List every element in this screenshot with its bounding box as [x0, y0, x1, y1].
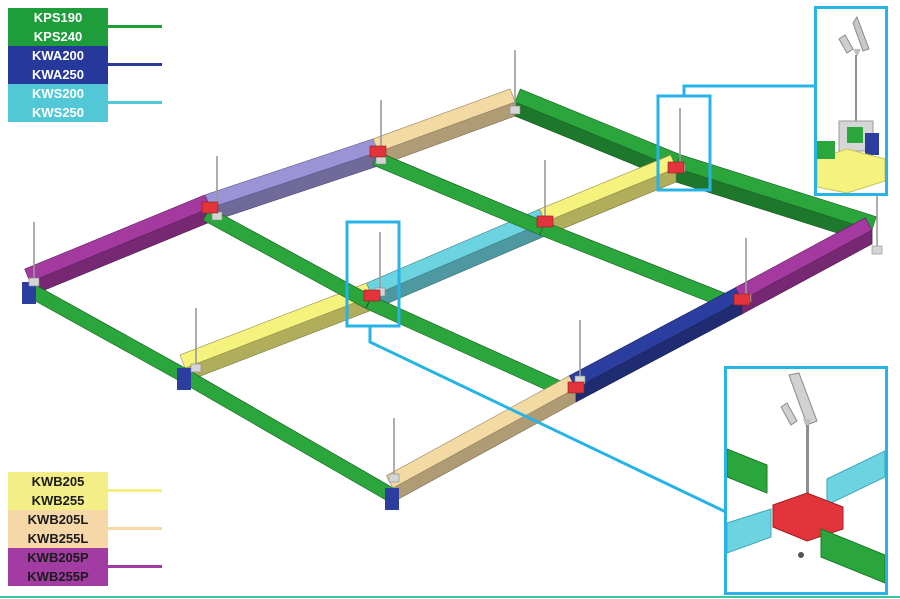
legend-label: KWB205L [8, 510, 108, 529]
beam-front-left-upper [22, 281, 186, 381]
legend-line [108, 527, 162, 530]
beam-front-right [569, 287, 743, 389]
legend-label: KWB255 [8, 491, 108, 510]
legend-label: KWB205 [8, 472, 108, 491]
red-connector-2 [667, 161, 685, 174]
red-connector-6 [201, 201, 219, 214]
rod-clamp-8 [388, 473, 400, 483]
beam-back-left [24, 194, 211, 283]
legend-line [108, 565, 162, 568]
beam-front-right-side [575, 299, 743, 403]
beam-mid-left-side [184, 295, 373, 383]
end-cap-0 [22, 282, 36, 304]
legend-label: KWS200 [8, 84, 108, 103]
hanger-detail-illustration [817, 15, 885, 193]
red-connector-3 [567, 381, 585, 394]
detail-inset-top-right [814, 6, 888, 196]
legend-label: KPS240 [8, 27, 108, 46]
legend-label: KWB205P [8, 548, 108, 567]
legend-label: KPS190 [8, 8, 108, 27]
legend-line [108, 63, 162, 66]
end-cap-2 [385, 488, 399, 510]
red-connector-4 [733, 293, 751, 306]
detail-inset-bottom-right [724, 366, 888, 595]
beam-front-left-lower [177, 367, 394, 501]
beam-front-far [734, 217, 873, 301]
leader-line-center [368, 326, 727, 514]
legend-line [108, 25, 162, 28]
bottom-rule [0, 596, 900, 598]
beam-front-far-side [741, 229, 873, 315]
legend-label: KWA250 [8, 65, 108, 84]
beam-cross-b-f [202, 207, 373, 309]
rod-clamp-4 [190, 363, 202, 373]
beam-connectors [201, 145, 751, 394]
red-connector-0 [363, 289, 381, 302]
rod-clamp-0 [28, 277, 40, 287]
red-connector-5 [369, 145, 387, 158]
callout-markers [345, 84, 816, 514]
leader-line-right [682, 84, 816, 96]
beam-back-right [372, 88, 516, 153]
legend-label: KWS250 [8, 103, 108, 122]
callout-box-center [345, 220, 401, 328]
legend-label: KWB255L [8, 529, 108, 548]
beam-right-upper [514, 88, 682, 169]
rod-clamp-11 [871, 245, 883, 255]
connector-detail-illustration [727, 372, 885, 584]
legend-line [108, 489, 162, 492]
beam-front-mid-side [392, 387, 577, 503]
beam-front-mid [385, 375, 577, 489]
red-connector-1 [536, 215, 554, 228]
grid-beams [22, 88, 877, 510]
end-cap-1 [177, 368, 191, 390]
beam-back-left-side [29, 207, 211, 297]
beam-cross-g-k [539, 221, 743, 314]
legend-label: KWA200 [8, 46, 108, 65]
rod-clamp-3 [509, 105, 521, 115]
legend-line [108, 101, 162, 104]
beam-mid-right [539, 154, 677, 223]
legend-label: KWB255P [8, 567, 108, 586]
